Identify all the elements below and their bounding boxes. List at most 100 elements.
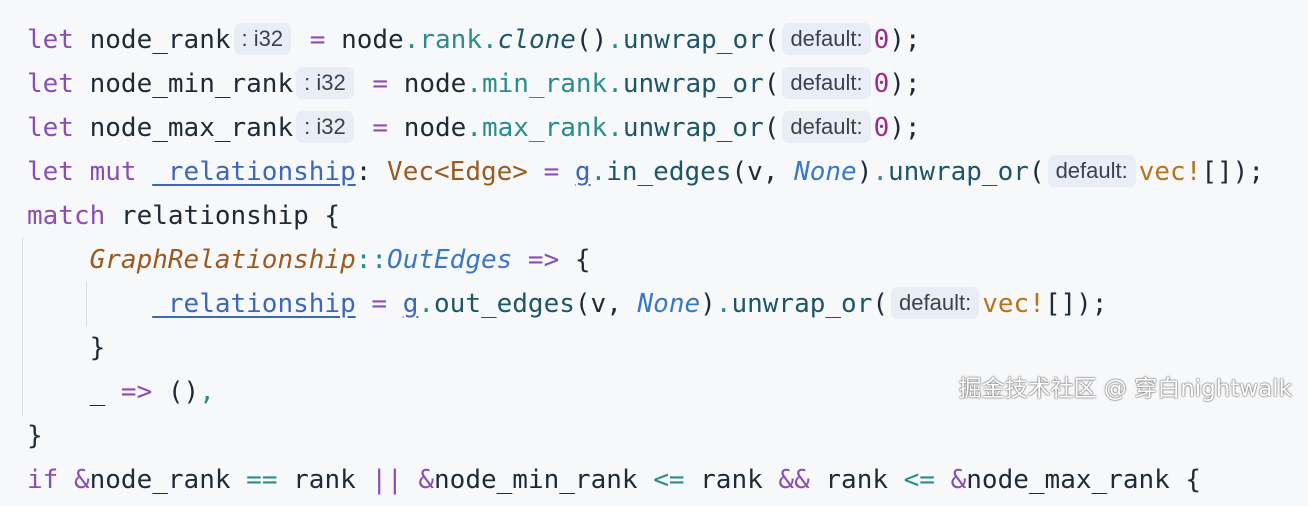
code-token: _ [27,377,106,407]
code-token: :: [355,245,388,275]
code-token: (v, [731,157,795,187]
code-token: & [73,465,90,495]
code-token: ( [763,25,780,55]
code-token: : [355,157,388,187]
indent-guide-arm [86,282,87,326]
code-token: <= [903,465,935,495]
code-line[interactable]: let node_rank: i32 = node.rank.clone().u… [27,18,1264,62]
code-token: ( [872,289,889,319]
code-token: unwrap_or [888,157,1029,187]
code-token[interactable]: g [402,289,419,319]
code-token: in_edges [606,157,732,187]
code-token: . [418,289,435,319]
code-token: rank [419,25,482,55]
code-token: ( [763,113,780,143]
code-token: . [872,157,889,187]
code-token: => [105,377,168,407]
code-token: rank [684,465,779,495]
code-token: ); [889,25,921,55]
code-line[interactable]: let node_min_rank: i32 = node.min_rank.u… [27,62,1264,106]
code-line[interactable]: let mut _relationship: Vec<Edge> = g.in_… [27,150,1264,194]
code-token: . [715,289,732,319]
code-line[interactable]: GraphRelationship::OutEdges => { [27,238,1264,282]
code-token: node_max_rank [73,113,294,143]
code-token: []); [1044,289,1108,319]
code-token: <= [653,465,685,495]
code-token: vec! [982,289,1045,319]
code-token: 0 [873,25,890,55]
code-token: node_rank [89,465,247,495]
watermark: 掘金技术社区 @ 穿白nightwalk [958,376,1292,402]
code-line[interactable]: let node_max_rank: i32 = node.max_rank.u… [27,106,1264,150]
code-token [935,465,951,495]
code-line[interactable]: _ => (), [27,370,1264,414]
code-token: () [575,25,608,55]
code-token: & [418,465,435,495]
code-line[interactable]: _relationship = g.out_edges(v, None).unw… [27,282,1264,326]
code-token: ( [1028,157,1045,187]
code-line[interactable]: } [27,326,1264,370]
code-token: rank [809,465,904,495]
code-token: . [607,113,623,143]
code-token: GraphRelationship [89,245,356,275]
code-token: node [403,69,467,99]
code-token: { [574,245,591,275]
code-token: []); [1201,157,1264,187]
code-token: vec! [1138,157,1202,187]
code-token: clone [497,25,576,55]
code-token: . [607,69,623,99]
code-token: && [778,465,810,495]
code-token: (v, [574,289,638,319]
code-token [58,465,74,495]
code-token[interactable]: _relationship [152,157,356,187]
code-token: node_min_rank [434,465,654,495]
code-token: ) [856,157,873,187]
code-token: let [27,113,74,143]
code-token: node_min_rank [73,69,294,99]
code-token: node [341,25,404,55]
code-token: } [27,333,106,363]
code-token: . [481,25,498,55]
code-token: min_rank [481,69,608,99]
code-line[interactable]: if &node_rank == rank || &node_min_rank … [27,458,1264,502]
code-token: . [403,25,420,55]
code-token: = [355,289,403,319]
code-editor[interactable]: let node_rank: i32 = node.rank.clone().u… [27,18,1264,502]
code-token: ( [763,69,780,99]
code-token: => [512,245,575,275]
inlay-hint: default: [891,287,980,319]
code-token: out_edges [434,289,575,319]
code-token[interactable]: g [574,157,591,187]
code-token: unwrap_or [622,69,764,99]
code-token: . [466,113,482,143]
code-token: None [637,289,701,319]
code-token: unwrap_or [622,113,764,143]
code-token: & [950,465,967,495]
code-token: let [27,69,74,99]
code-token: 0 [873,69,890,99]
code-token: || [371,465,403,495]
code-token: node_max_rank { [966,465,1202,495]
code-token: match [27,201,106,231]
inlay-hint: : i32 [296,67,354,99]
code-token: if [27,465,59,495]
inlay-hint: : i32 [296,111,354,143]
code-token: ); [889,113,921,143]
code-line[interactable]: } [27,414,1264,458]
code-token[interactable]: _relationship [152,289,356,319]
code-token: let [27,25,74,55]
code-token: rank [277,465,372,495]
code-token: } [27,421,43,451]
code-token: () [167,377,200,407]
inlay-hint: : i32 [233,23,292,55]
code-token: == [246,465,278,495]
inlay-hint: default: [1047,155,1136,187]
code-line[interactable]: match relationship { [27,194,1264,238]
code-token: . [590,157,607,187]
code-token [27,289,152,319]
code-token: Vec<Edge> [387,157,528,187]
code-token: let mut [27,157,153,187]
code-token: relationship { [105,201,341,231]
indent-guide-match [22,238,23,416]
code-token: = [294,25,342,55]
